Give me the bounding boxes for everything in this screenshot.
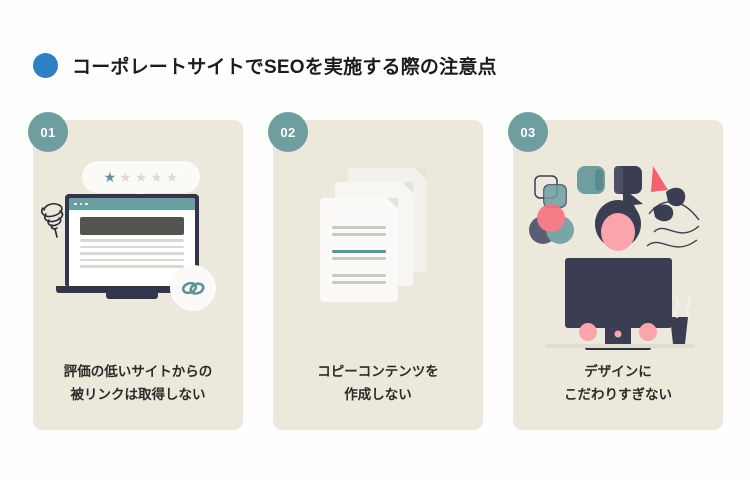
page-fold-corner-icon — [402, 182, 413, 193]
card-number-badge: 03 — [508, 112, 548, 152]
document-text-line — [332, 233, 386, 236]
laptop-stand — [106, 293, 158, 299]
cards-row: 01 ★ ★ ★ ★ ★ — [28, 112, 723, 430]
content-text-line — [80, 245, 184, 249]
scribble-doodle-icon — [37, 196, 79, 240]
card-caption: デザインに こだわりすぎない — [513, 361, 723, 406]
card-caption: コピーコンテンツを 作成しない — [273, 361, 483, 406]
hand-right-icon — [639, 323, 657, 341]
designer-at-desk-illustration — [513, 148, 723, 358]
stacked-documents-illustration — [273, 148, 483, 358]
content-text-line — [80, 252, 184, 255]
document-text-line — [332, 226, 386, 229]
page-header: コーポレートサイトでSEOを実施する際の注意点 — [33, 52, 497, 79]
browser-window-illustration — [56, 194, 208, 299]
desk-surface — [545, 344, 695, 348]
link-chain-icon — [181, 281, 205, 295]
card-caption-line2: 被リンクは取得しない — [70, 386, 206, 402]
document-text-line — [332, 281, 386, 284]
abstract-shapes-icon — [646, 187, 700, 248]
page-title: コーポレートサイトでSEOを実施する際の注意点 — [72, 57, 497, 78]
page-fold-corner-icon — [387, 198, 398, 209]
card-caption-line1: 評価の低いサイトからの — [63, 364, 213, 380]
card-number-badge: 02 — [268, 112, 308, 152]
overlapping-square-fill — [544, 185, 566, 207]
star-empty-icon: ★ — [165, 169, 179, 185]
star-empty-icon: ★ — [134, 169, 148, 185]
low-rated-site-backlink-illustration: ★ ★ ★ ★ ★ — [33, 148, 243, 358]
rating-bubble: ★ ★ ★ ★ ★ — [82, 161, 200, 193]
laptop-screen-frame — [65, 194, 199, 286]
content-text-line — [80, 239, 184, 242]
laptop-base — [56, 286, 208, 293]
teal-swatch-icon — [577, 166, 605, 194]
card-caption-line1: コピーコンテンツを — [317, 364, 439, 380]
pink-triangle-icon — [651, 166, 668, 192]
card-caption-line2: 作成しない — [344, 386, 412, 402]
card-caption-line2: こだわりすぎない — [564, 386, 672, 402]
browser-titlebar — [69, 198, 195, 210]
star-empty-icon: ★ — [150, 169, 163, 185]
content-text-line — [80, 265, 184, 268]
card-caption: 評価の低いサイトからの 被リンクは取得しない — [33, 361, 243, 406]
cursor-swatch-icon — [614, 166, 643, 217]
card-caption-line1: デザインに — [584, 364, 652, 380]
card-02[interactable]: 02 コピーコンテンツを 作成しない — [268, 112, 483, 430]
coffee-mug-icon — [670, 294, 691, 344]
document-text-line — [332, 274, 386, 277]
content-text-line — [80, 258, 184, 262]
circle-bullet-icon — [33, 53, 58, 78]
link-chain-badge — [170, 265, 216, 311]
content-hero-block — [80, 217, 184, 235]
document-text-line — [332, 257, 386, 260]
star-filled-icon: ★ — [103, 169, 117, 185]
hand-left-icon — [579, 323, 597, 341]
monitor-illustration — [565, 258, 672, 350]
browser-viewport — [69, 198, 195, 286]
document-page-front — [320, 198, 398, 302]
card-number-badge: 01 — [28, 112, 68, 152]
designer-scene-svg — [529, 166, 700, 350]
color-circles-icon — [529, 204, 574, 244]
card-03[interactable]: 03 — [508, 112, 723, 430]
star-empty-icon: ★ — [119, 169, 132, 185]
page-fold-corner-icon — [415, 168, 426, 179]
document-text-line-highlight — [332, 250, 386, 253]
window-dot-icon — [74, 202, 77, 206]
card-01[interactable]: 01 ★ ★ ★ ★ ★ — [28, 112, 243, 430]
window-dot-icon — [79, 202, 83, 206]
window-dot-icon — [85, 202, 88, 206]
